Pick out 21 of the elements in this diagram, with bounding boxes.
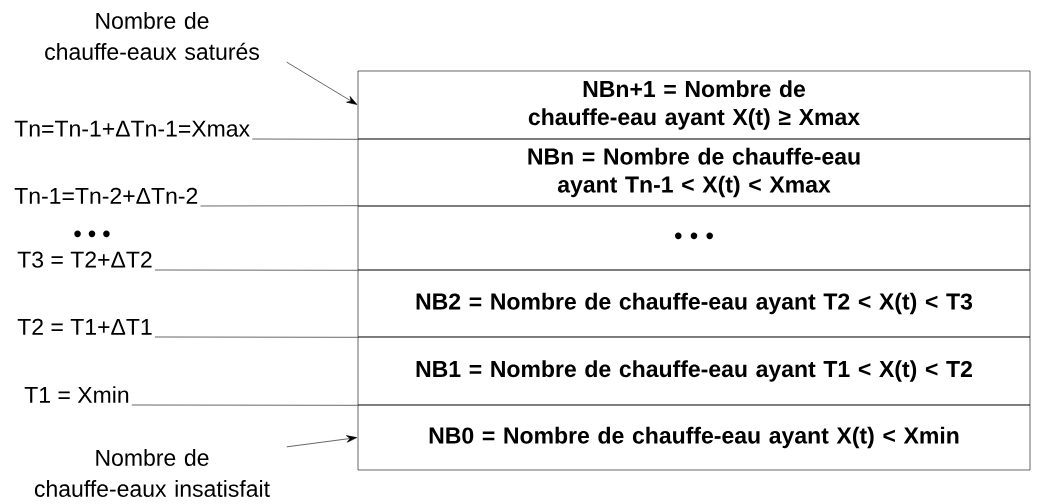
threshold-label: Tn-1=Tn-2+ΔTn-2 xyxy=(14,187,198,204)
leader-line xyxy=(154,336,358,338)
table-row: NB1 = Nombre de chauffe-eau ayant T1 < X(t) < T2 xyxy=(357,336,1031,406)
leader-line xyxy=(200,205,358,207)
table-row: • • • xyxy=(357,205,1031,271)
leader-line xyxy=(154,269,358,271)
leader-line xyxy=(131,404,358,406)
category-label: Nombre de chauffe-eaux insatisfait xyxy=(34,449,270,497)
table-row: NBn+1 = Nombre de chauffe-eau ayant X(t) ≥ Xmax xyxy=(357,70,1031,140)
leader-line xyxy=(252,138,358,140)
threshold-label: T2 = T1+ΔT1 xyxy=(17,318,152,335)
arrow xyxy=(286,61,358,105)
table-row: NBn = Nombre de chauffe-eau ayant Tn-1 < X(t) < Xmax xyxy=(357,138,1031,207)
ellipsis-label: • • • xyxy=(74,230,110,238)
arrow xyxy=(286,435,358,448)
table-row: NB2 = Nombre de chauffe-eau ayant T2 < X(t) < T3 xyxy=(357,269,1031,338)
threshold-label: Tn=Tn-1+ΔTn-1=Xmax xyxy=(14,120,250,137)
threshold-label: T3 = T2+ΔT2 xyxy=(17,251,152,268)
category-label: Nombre de chauffe-eaux saturés xyxy=(45,12,259,60)
table-row: NB0 = Nombre de chauffe-eau ayant X(t) < Xmin xyxy=(357,404,1031,471)
threshold-label: T1 = Xmin xyxy=(24,386,129,403)
